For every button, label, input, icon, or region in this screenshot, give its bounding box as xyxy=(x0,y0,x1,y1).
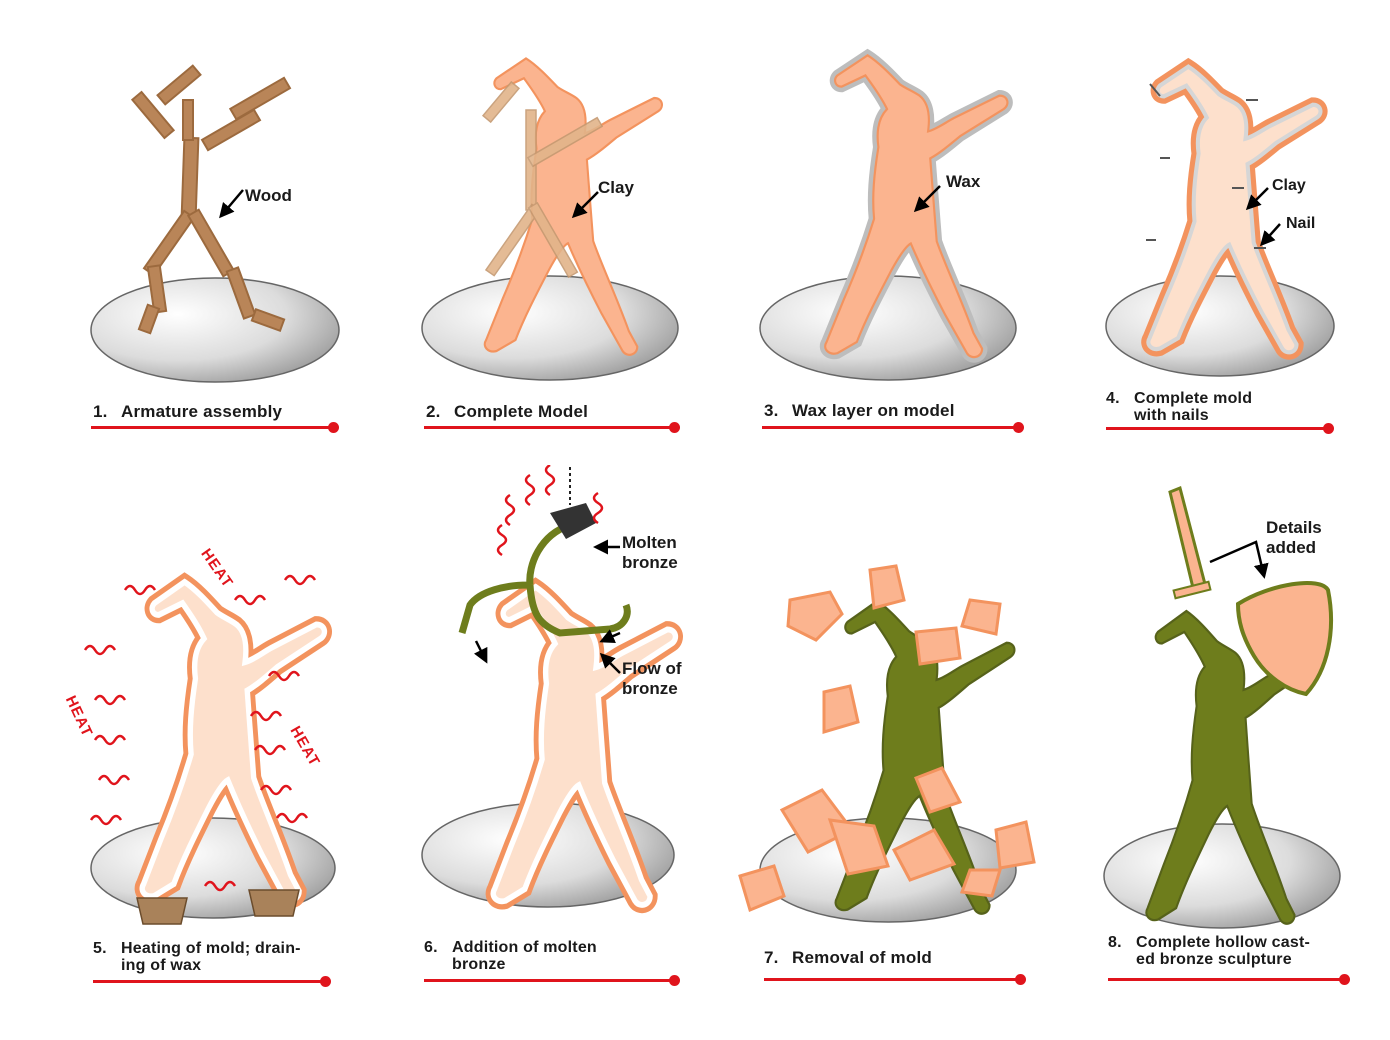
step-label: Armature assembly xyxy=(121,402,283,421)
wood-armature xyxy=(130,64,292,335)
step-3-rule xyxy=(762,422,1024,433)
step-label: Addition of molten xyxy=(452,939,597,956)
mold-removal-illustration xyxy=(738,564,1036,923)
step-5-rule xyxy=(93,976,331,987)
rule-end-dot xyxy=(1015,974,1026,985)
step-3-caption: 3. Wax layer on model xyxy=(764,401,955,420)
mold-with-nails-illustration xyxy=(1105,40,1335,377)
callout-flow-bronze: bronze xyxy=(622,679,678,698)
step-6-rule xyxy=(424,975,680,986)
step-1-rule xyxy=(91,422,339,433)
callout-wax: Wax xyxy=(946,172,981,191)
step-label-line2: with nails xyxy=(1134,407,1209,424)
callout-molten-bronze: bronze xyxy=(622,553,678,572)
wax-layer-illustration xyxy=(759,40,1017,381)
rule-end-dot xyxy=(1339,974,1350,985)
clay-model-illustration xyxy=(421,57,679,381)
rule-end-dot xyxy=(669,422,680,433)
step-number: 7. xyxy=(764,948,779,967)
step-label: Complete Model xyxy=(454,402,589,421)
step-5-panel: HEAT HEAT HEAT 5.Heating of mold; drain-… xyxy=(55,520,385,1020)
step-7-caption: 7. Removal of mold xyxy=(764,948,932,967)
step-8-rule xyxy=(1108,974,1350,985)
callout-molten: Molten xyxy=(622,533,677,552)
step-number: 8. xyxy=(1108,934,1122,951)
step-7-rule xyxy=(764,974,1026,985)
rule-end-dot xyxy=(328,422,339,433)
step-number: 2. xyxy=(426,402,441,421)
step-3-panel: Wax 3. Wax layer on model xyxy=(750,40,1080,540)
step-5-caption: 5. Heating of mold; drain- ing of wax xyxy=(93,940,301,974)
wax-buckets xyxy=(136,889,300,925)
molten-bronze-illustration xyxy=(421,465,740,925)
callout-flow-of: Flow of xyxy=(622,659,682,678)
step-2-rule xyxy=(424,422,680,433)
callout-clay: Clay xyxy=(598,178,634,197)
heating-mold-illustration xyxy=(83,520,336,925)
rule-end-dot xyxy=(669,975,680,986)
step-8-caption: 8. Complete hollow cast- ed bronze sculpt… xyxy=(1108,934,1310,968)
mold-fragments xyxy=(738,564,1036,913)
step-number: 6. xyxy=(424,939,438,956)
callout-nail: Nail xyxy=(1286,215,1316,232)
step-4-caption: 4. Complete mold with nails xyxy=(1106,390,1252,424)
step-label-line2: ed bronze sculpture xyxy=(1136,951,1292,968)
step-1-caption: 1. Armature assembly xyxy=(93,402,282,421)
rule-end-dot xyxy=(320,976,331,987)
callout-added: added xyxy=(1266,538,1317,557)
step-label: Complete mold xyxy=(1134,390,1253,407)
shield xyxy=(1235,580,1334,697)
step-number: 1. xyxy=(93,402,108,421)
step-6-caption: 6. Addition of molten bronze xyxy=(424,939,597,973)
step-label: Removal of mold xyxy=(792,948,932,967)
step-number: 3. xyxy=(764,401,779,420)
callout-details: Details xyxy=(1266,518,1322,537)
step-6-panel: Molten bronze Flow of bronze 6. Addition … xyxy=(410,465,740,986)
step-1-panel: Wood 1. Armature assembly xyxy=(75,40,405,540)
rule-end-dot xyxy=(1013,422,1024,433)
callout-clay: Clay xyxy=(1272,177,1306,194)
crucible xyxy=(550,503,596,539)
visible-armature xyxy=(481,80,604,279)
step-label: Complete hollow cast- xyxy=(1136,934,1310,951)
step-4-rule xyxy=(1106,423,1334,434)
heat-waves xyxy=(496,465,604,557)
step-number: 4. xyxy=(1106,390,1120,407)
step-number: 5. xyxy=(93,940,107,957)
step-2-caption: 2. Complete Model xyxy=(426,402,588,421)
rule-end-dot xyxy=(1323,423,1334,434)
step-label: Wax layer on model xyxy=(792,401,955,420)
callout-wood: Wood xyxy=(245,186,292,205)
step-label-line2: ing of wax xyxy=(121,957,202,974)
finished-sculpture-illustration xyxy=(1103,485,1341,929)
mold-nails xyxy=(1146,83,1266,249)
heat-waves xyxy=(83,574,317,892)
sword xyxy=(1168,485,1208,594)
step-4-panel: Clay Nail 4. Complete mold with nails xyxy=(1090,40,1390,540)
step-8-panel: Details added 8. Complete hollow cast- ed… xyxy=(1090,480,1390,985)
step-label-line2: bronze xyxy=(452,956,506,973)
armature-illustration xyxy=(90,64,340,383)
step-2-panel: Clay 2. Complete Model xyxy=(410,40,740,540)
step-7-panel: 7. Removal of mold xyxy=(720,540,1050,1040)
step-label: Heating of mold; drain- xyxy=(121,940,301,957)
